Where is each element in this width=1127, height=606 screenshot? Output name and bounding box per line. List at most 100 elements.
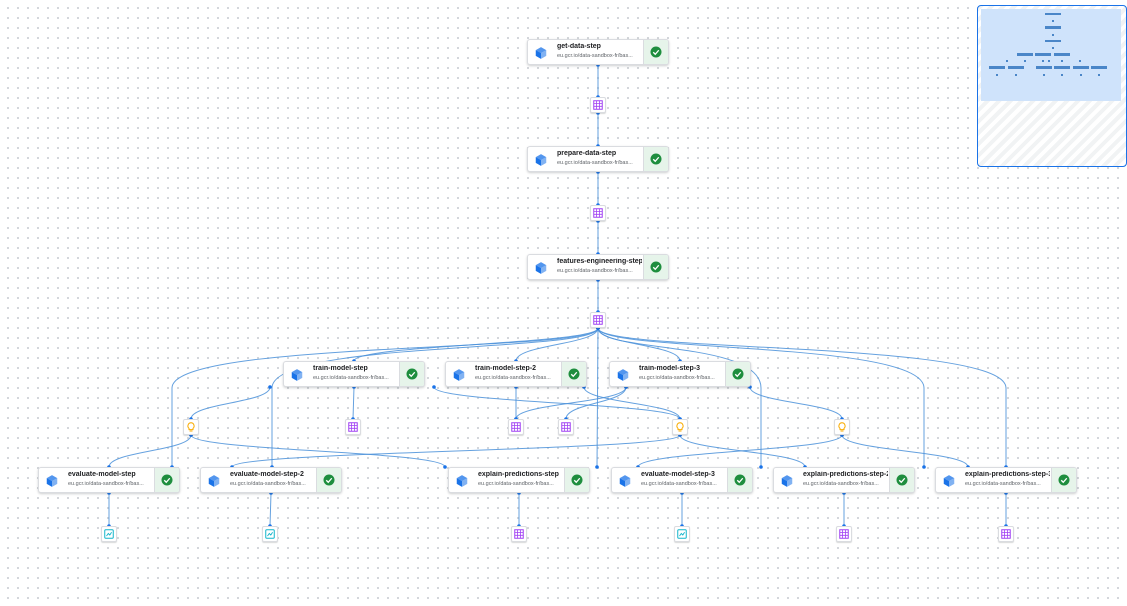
cube-icon	[618, 474, 632, 488]
status-success-badge	[727, 468, 752, 492]
minimap-artifact	[1005, 60, 1008, 63]
edge-a_feat-to-x3	[597, 327, 1007, 467]
artifact-dataset-o_x3[interactable]	[998, 526, 1014, 542]
minimap-node	[1044, 39, 1061, 43]
edge-a_feat-to-e1	[171, 327, 599, 467]
status-success-badge	[564, 468, 589, 492]
connection-port	[595, 465, 599, 469]
artifact-model-m1[interactable]	[183, 419, 199, 435]
minimap-artifact	[1051, 20, 1054, 23]
artifact-dataset-d3[interactable]	[558, 419, 574, 435]
status-success-badge	[643, 255, 668, 279]
node-title: explain-predictions-step	[478, 471, 559, 478]
artifact-dataset-a_prep[interactable]	[590, 205, 606, 221]
artifact-dataset-d2[interactable]	[508, 419, 524, 435]
minimap-artifact	[1014, 73, 1017, 76]
status-success-badge	[643, 40, 668, 64]
edge-t3-to-m3	[749, 386, 843, 420]
cube-icon	[780, 474, 794, 488]
artifact-model-m2[interactable]	[672, 419, 688, 435]
edge-m3-to-e3	[637, 434, 843, 468]
artifact-model-m3[interactable]	[834, 419, 850, 435]
node-title: train-model-step-2	[475, 365, 537, 372]
node-title: evaluate-model-step	[68, 471, 136, 478]
cube-icon	[45, 474, 59, 488]
connection-port	[759, 465, 763, 469]
cube-icon	[534, 153, 548, 167]
minimap-artifact	[1042, 73, 1045, 76]
edge-a_feat-to-x2	[597, 327, 925, 467]
minimap-node	[1053, 53, 1070, 56]
node-title: train-model-step-3	[639, 365, 701, 372]
minimap-artifact	[1051, 47, 1054, 49]
minimap-artifact	[1051, 33, 1054, 36]
artifact-dataset-o_x2[interactable]	[836, 526, 852, 542]
pipeline-node-t3[interactable]: train-model-step-3 eu.gcr.io/data-sandbox…	[609, 361, 751, 387]
minimap[interactable]	[977, 5, 1127, 167]
status-success-badge	[643, 147, 668, 171]
node-title: evaluate-model-step-3	[641, 471, 715, 478]
status-success-badge	[154, 468, 179, 492]
pipeline-node-x2[interactable]: explain-predictions-step-2 eu.gcr.io/data…	[773, 467, 915, 493]
minimap-node	[1044, 12, 1061, 16]
edge-m1-to-e1	[108, 434, 192, 468]
artifact-dataset-a_feat[interactable]	[590, 312, 606, 328]
artifact-metrics-mt2[interactable]	[262, 526, 278, 542]
artifact-dataset-d1[interactable]	[345, 419, 361, 435]
minimap-artifact	[1079, 73, 1082, 76]
cube-icon	[616, 368, 630, 382]
node-image: eu.gcr.io/data-sandbox-fr/bas...	[68, 481, 144, 487]
artifact-metrics-mt1[interactable]	[101, 526, 117, 542]
pipeline-node-x1[interactable]: explain-predictions-step eu.gcr.io/data-s…	[448, 467, 590, 493]
node-title: explain-predictions-step-3	[965, 471, 1050, 478]
artifact-dataset-a_get[interactable]	[590, 97, 606, 113]
artifact-metrics-mt3[interactable]	[674, 526, 690, 542]
pipeline-node-e3[interactable]: evaluate-model-step-3 eu.gcr.io/data-sand…	[611, 467, 753, 493]
minimap-node	[989, 66, 1006, 69]
cube-icon	[942, 474, 956, 488]
status-success-badge	[561, 362, 586, 386]
edge-t3-to-d2	[515, 386, 627, 420]
minimap-artifact	[1061, 73, 1064, 76]
node-title: explain-predictions-step-2	[803, 471, 888, 478]
node-image: eu.gcr.io/data-sandbox-fr/bas...	[557, 53, 633, 59]
cube-icon	[455, 474, 469, 488]
status-success-badge	[725, 362, 750, 386]
cube-icon	[207, 474, 221, 488]
status-success-badge	[316, 468, 341, 492]
edge-a_feat-to-e3	[597, 327, 762, 467]
artifact-dataset-o_x1[interactable]	[511, 526, 527, 542]
node-image: eu.gcr.io/data-sandbox-fr/bas...	[478, 481, 554, 487]
minimap-node	[1035, 53, 1052, 56]
edge-t1-to-m1	[190, 386, 271, 420]
edge-t2-to-m2	[583, 386, 681, 420]
cube-icon	[534, 46, 548, 60]
minimap-node	[1035, 66, 1052, 69]
minimap-artifact	[1097, 73, 1100, 76]
cube-icon	[290, 368, 304, 382]
node-image: eu.gcr.io/data-sandbox-fr/bas...	[641, 481, 717, 487]
minimap-artifact	[1042, 60, 1045, 63]
edge-t1-to-m2	[433, 386, 681, 420]
pipeline-node-x3[interactable]: explain-predictions-step-3 eu.gcr.io/data…	[935, 467, 1077, 493]
minimap-node	[1090, 66, 1107, 69]
node-title: evaluate-model-step-2	[230, 471, 304, 478]
pipeline-node-e1[interactable]: evaluate-model-step eu.gcr.io/data-sandbo…	[38, 467, 180, 493]
node-image: eu.gcr.io/data-sandbox-fr/bas...	[639, 375, 715, 381]
minimap-artifact	[1060, 60, 1063, 63]
node-image: eu.gcr.io/data-sandbox-fr/bas...	[803, 481, 879, 487]
edge-t3-to-d3	[565, 386, 627, 420]
connection-port	[268, 385, 272, 389]
status-success-badge	[399, 362, 424, 386]
node-image: eu.gcr.io/data-sandbox-fr/bas...	[965, 481, 1041, 487]
edge-m2-to-e2	[231, 434, 681, 468]
minimap-artifact	[1048, 60, 1051, 63]
